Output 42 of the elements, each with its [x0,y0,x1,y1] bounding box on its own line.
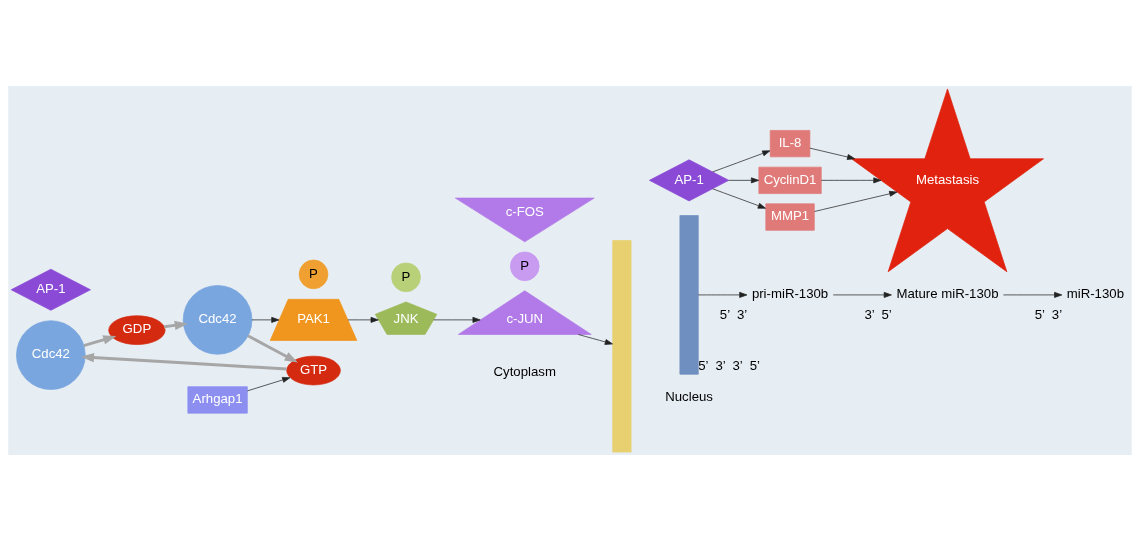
node-label: 5’ 3’ [719,306,748,322]
arrow [164,320,188,330]
arrow [728,176,760,183]
node-box: MMP1 [765,203,815,231]
node-diamond: AP-1 [10,268,91,311]
arrow [247,376,291,391]
arrow [821,176,882,183]
node-text: Mature miR-130b [896,285,999,301]
node-circle: Cdc42 [16,319,86,390]
node-box: CyclinD1 [758,166,822,194]
node-label: 5’ 3’ 3’ 5’ [698,357,760,373]
node-circle: P [298,259,329,289]
arrow [347,316,379,323]
arrow [809,147,856,160]
label: Cytoplasm [493,363,556,379]
arrow [251,316,280,323]
arrow [80,352,287,370]
node-circle: Cdc42 [182,284,253,355]
label: Nucleus [665,388,713,404]
node-box: IL-8 [769,129,811,157]
arrow [697,291,748,298]
node-label: 3’ 5’ [864,306,892,322]
node-text: pri-miR-130b [751,285,829,301]
node-diamond: AP-1 [649,158,730,201]
node-box [679,214,699,375]
arrow [712,187,766,209]
node-bar [612,239,632,452]
arrow [247,333,298,363]
arrow [814,190,898,212]
arrow [832,291,892,298]
arrow [433,316,481,323]
node-circle: P [391,262,421,292]
node-circle: P [510,251,540,281]
node-ellipse: GDP [108,314,166,345]
arrow [578,333,613,345]
arrow [83,334,117,347]
node-ellipse: GTP [286,355,341,385]
node-label: 5’ 3’ [1034,306,1063,322]
node-text: miR-130b [1066,285,1125,301]
node-box: Arhgap1 [187,385,248,413]
arrow [1003,291,1063,298]
arrow [712,149,771,172]
